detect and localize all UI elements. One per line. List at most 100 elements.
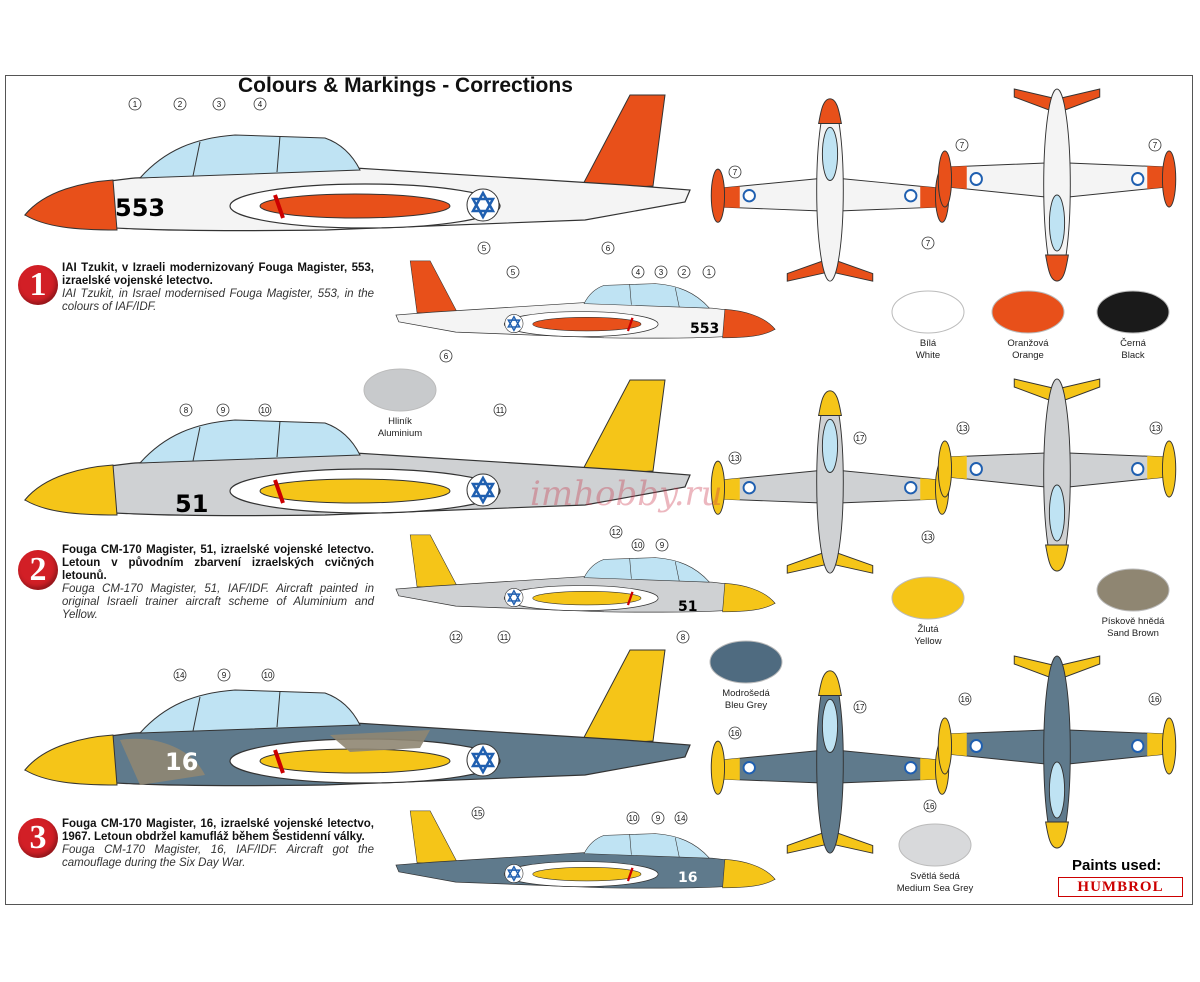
svg-text:7: 7 — [960, 141, 965, 150]
callout-3: 3 — [212, 97, 226, 111]
swatch-label-cz: Modrošedá — [722, 688, 770, 699]
swatch-label-cz: Oranžová — [1007, 338, 1049, 349]
callout-8: 8 — [676, 630, 690, 644]
callout-14: 14 — [173, 668, 187, 682]
swatch-color — [891, 290, 965, 334]
callout-8: 8 — [179, 403, 193, 417]
svg-text:1: 1 — [707, 268, 712, 277]
svg-text:14: 14 — [677, 814, 686, 823]
svg-text:12: 12 — [612, 528, 621, 537]
swatch-label-en: Sand Brown — [1107, 628, 1159, 639]
svg-text:1: 1 — [133, 100, 138, 109]
callout-5: 5 — [477, 241, 491, 255]
scheme-3-text-en: Fouga CM-170 Magister, 16, IAF/IDF. Airc… — [62, 844, 374, 869]
callout-10: 10 — [261, 668, 275, 682]
callout-11: 11 — [493, 403, 507, 417]
swatch-color — [363, 368, 437, 412]
callout-9: 9 — [655, 538, 669, 552]
callout-16: 16 — [958, 692, 972, 706]
swatch-color — [991, 290, 1065, 334]
swatch-label-en: Black — [1121, 350, 1144, 361]
swatch-color — [1096, 290, 1170, 334]
svg-text:10: 10 — [629, 814, 638, 823]
scheme-2-text-cz: Fouga CM-170 Magister, 51, izraelské voj… — [62, 544, 374, 582]
svg-text:17: 17 — [856, 434, 865, 443]
swatch-label-cz: Pískově hnědá — [1102, 616, 1166, 627]
scheme-2-aircraft: 51 51 — [23, 378, 1177, 615]
sheet-border — [5, 75, 1193, 905]
swatch-color — [1096, 568, 1170, 612]
scheme-3-side-view-left — [23, 648, 692, 788]
paints-used-label: Paints used: — [1072, 857, 1162, 874]
callout-10: 10 — [258, 403, 272, 417]
scheme-2-badge: 2 — [18, 550, 58, 590]
svg-text:9: 9 — [221, 406, 226, 415]
callout-9: 9 — [651, 811, 665, 825]
svg-text:5: 5 — [511, 268, 516, 277]
callout-17: 17 — [853, 700, 867, 714]
callout-13: 13 — [956, 421, 970, 435]
callout-2: 2 — [173, 97, 187, 111]
svg-text:13: 13 — [959, 424, 968, 433]
callout-7: 7 — [728, 165, 742, 179]
svg-text:16: 16 — [961, 695, 970, 704]
scheme-2-side-view-right — [394, 533, 777, 614]
svg-text:10: 10 — [634, 541, 643, 550]
scheme-1-top-view — [710, 97, 950, 283]
svg-text:17: 17 — [856, 703, 865, 712]
svg-text:9: 9 — [222, 671, 227, 680]
scheme-3-side-number: 16 — [165, 748, 198, 776]
swatch-label-en: Medium Sea Grey — [897, 883, 974, 894]
svg-text:8: 8 — [184, 406, 189, 415]
scheme-2-small-number: 51 — [678, 599, 697, 615]
svg-text:6: 6 — [444, 352, 449, 361]
humbrol-logo: HUMBROL — [1058, 877, 1183, 897]
scheme-3-text-cz: Fouga CM-170 Magister, 16, izraelské voj… — [62, 818, 374, 843]
watermark: imhobby.ru — [530, 474, 723, 514]
callout-12: 12 — [449, 630, 463, 644]
swatch-label-en: Aluminium — [378, 428, 422, 439]
scheme-1-description: IAI Tzukit, v Izraeli modernizovaný Foug… — [62, 262, 374, 314]
swatch-label-en: Orange — [1012, 350, 1044, 361]
svg-text:16: 16 — [926, 802, 935, 811]
svg-text:15: 15 — [474, 809, 483, 818]
scheme-2-top-view — [710, 389, 950, 575]
swatch-label-cz: Bílá — [920, 338, 937, 349]
callout-9: 9 — [217, 668, 231, 682]
svg-text:10: 10 — [264, 671, 273, 680]
callout-13: 13 — [921, 530, 935, 544]
scheme-3-badge: 3 — [18, 818, 58, 858]
svg-text:9: 9 — [660, 541, 665, 550]
scheme-3-aircraft: 16 16 — [23, 648, 1177, 890]
callout-6: 6 — [439, 349, 453, 363]
scheme-1-text-cz: IAI Tzukit, v Izraeli modernizovaný Foug… — [62, 262, 374, 287]
callout-7: 7 — [955, 138, 969, 152]
callout-10: 10 — [626, 811, 640, 825]
svg-text:16: 16 — [731, 729, 740, 738]
callout-10: 10 — [631, 538, 645, 552]
callout-2: 2 — [677, 265, 691, 279]
svg-text:7: 7 — [926, 239, 931, 248]
swatch-label-cz: Hliník — [388, 416, 412, 427]
page-title: Colours & Markings - Corrections — [238, 74, 573, 97]
svg-text:11: 11 — [496, 406, 505, 415]
callout-4: 4 — [253, 97, 267, 111]
scheme-3-description: Fouga CM-170 Magister, 16, izraelské voj… — [62, 818, 374, 870]
scheme-2-side-number: 51 — [175, 490, 208, 518]
svg-text:16: 16 — [1151, 695, 1160, 704]
swatch-label-cz: Světlá šedá — [910, 871, 960, 882]
callout-6: 6 — [601, 241, 615, 255]
scheme-3-small-number: 16 — [678, 870, 697, 886]
svg-text:3: 3 — [659, 268, 664, 277]
callout-1: 1 — [702, 265, 716, 279]
svg-text:13: 13 — [924, 533, 933, 542]
swatch-label-cz: Žlutá — [917, 624, 939, 635]
svg-text:6: 6 — [606, 244, 611, 253]
scheme-3-bottom-view — [937, 655, 1177, 849]
svg-text:7: 7 — [1153, 141, 1158, 150]
scheme-2-description: Fouga CM-170 Magister, 51, izraelské voj… — [62, 544, 374, 622]
